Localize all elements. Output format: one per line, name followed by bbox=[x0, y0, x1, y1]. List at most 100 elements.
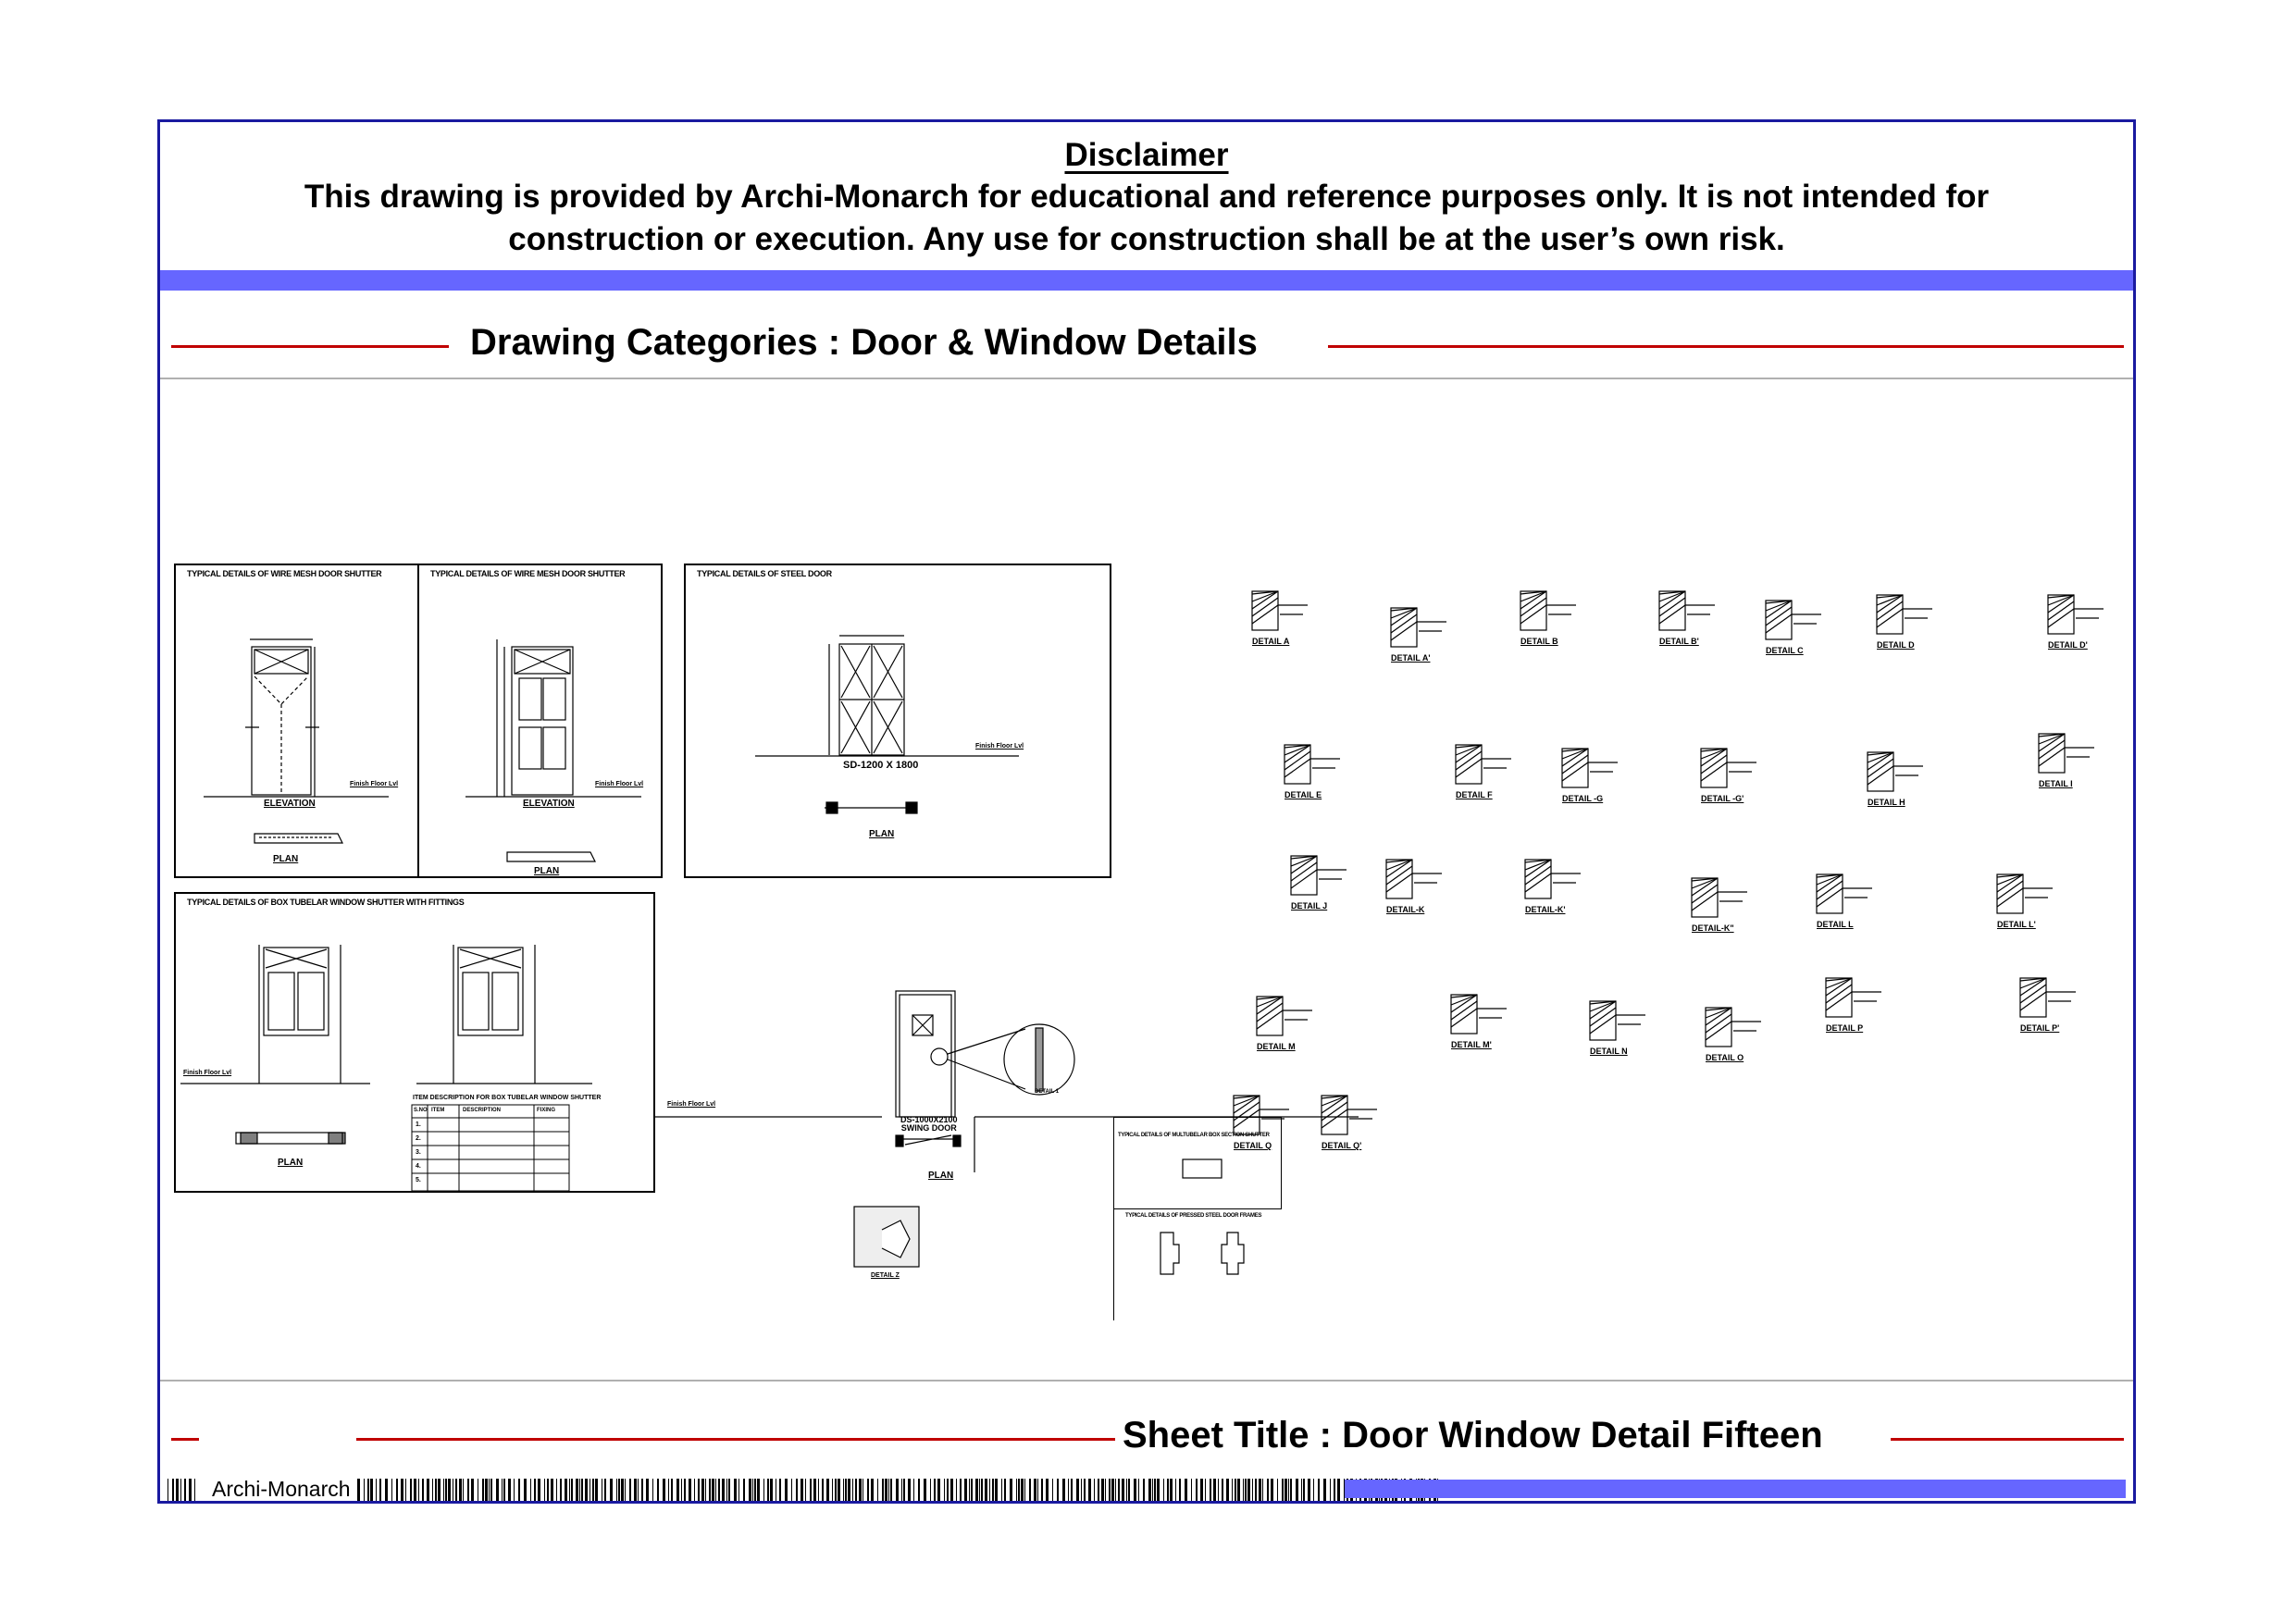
barcode-bar bbox=[947, 1479, 949, 1501]
hatch-line bbox=[1876, 594, 1904, 613]
barcode-bar bbox=[1167, 1479, 1169, 1501]
hatch-line bbox=[1705, 1007, 1732, 1019]
table-cell: 1. bbox=[416, 1121, 421, 1128]
detail-label: DETAIL E bbox=[1285, 790, 1322, 799]
hatch-line bbox=[1996, 873, 2024, 893]
hatch-line bbox=[1658, 597, 1686, 617]
barcode-bar bbox=[1115, 1479, 1116, 1501]
wall-hatch bbox=[1251, 590, 1279, 631]
frame-line bbox=[1412, 873, 1442, 884]
barcode-bar bbox=[370, 1479, 373, 1501]
barcode-bar bbox=[514, 1479, 515, 1501]
wall-hatch bbox=[2019, 977, 2047, 1018]
barcode-bar bbox=[438, 1479, 441, 1501]
barcode-bar bbox=[629, 1479, 631, 1501]
barcode-bar bbox=[1334, 1479, 1335, 1501]
barcode-bar bbox=[1282, 1479, 1284, 1501]
hatch-line bbox=[1765, 600, 1793, 612]
barcode-bar bbox=[712, 1479, 714, 1501]
barcode-bar bbox=[592, 1479, 594, 1501]
barcode-bar bbox=[621, 1479, 624, 1501]
ffl-label: Finish Floor Lvl bbox=[595, 781, 644, 787]
barcode-bar bbox=[1213, 1479, 1216, 1501]
panel-title: TYPICAL DETAILS OF WIRE MESH DOOR SHUTTE… bbox=[430, 569, 626, 578]
barcode-bar bbox=[1318, 1479, 1320, 1501]
barcode-bar bbox=[1016, 1479, 1017, 1501]
frame-line bbox=[1616, 1014, 1645, 1025]
hatch-line bbox=[1450, 994, 1478, 1006]
panel-steel-door: TYPICAL DETAILS OF STEEL DOOR SD-1200 X … bbox=[684, 564, 1111, 878]
barcode-bar bbox=[937, 1479, 940, 1501]
frame-line bbox=[1278, 604, 1308, 615]
barcode-bar bbox=[767, 1479, 769, 1501]
barcode-bar bbox=[1245, 1479, 1247, 1501]
barcode-bar bbox=[569, 1479, 570, 1501]
barcode-bar bbox=[652, 1479, 653, 1501]
barcode-bar bbox=[1232, 1479, 1233, 1501]
barcode-bar bbox=[184, 1479, 186, 1501]
plan-label: PLAN bbox=[273, 854, 299, 864]
barcode-bar bbox=[1218, 1479, 1219, 1501]
barcode-bar bbox=[896, 1479, 899, 1501]
barcode-bar bbox=[576, 1479, 578, 1501]
barcode-bar bbox=[405, 1479, 406, 1501]
hatch-line bbox=[1658, 590, 1686, 602]
heading-rule-right bbox=[1328, 345, 2124, 348]
hatch-line bbox=[1390, 613, 1418, 634]
hatch-line bbox=[1691, 877, 1719, 897]
hatch-line bbox=[1867, 751, 1894, 763]
frame-line bbox=[1727, 762, 1756, 773]
wall-hatch bbox=[1290, 855, 1318, 896]
detail-label: DETAIL C bbox=[1766, 646, 1804, 655]
barcode-bar bbox=[180, 1479, 181, 1501]
hatch-line bbox=[1450, 994, 1478, 1013]
barcode-bar bbox=[1313, 1479, 1314, 1501]
barcode-bar bbox=[1081, 1479, 1082, 1501]
detail-label: DETAIL P bbox=[1826, 1023, 1864, 1033]
hatch-line bbox=[1455, 744, 1483, 763]
frame-line bbox=[1477, 1008, 1507, 1019]
hatch-line bbox=[1561, 748, 1589, 767]
sheet-frame: Disclaimer This drawing is provided by A… bbox=[157, 119, 2136, 1504]
hatch-line bbox=[1867, 765, 1894, 786]
detail-label: DETAIL-K" bbox=[1692, 923, 1734, 933]
hatch-line bbox=[1284, 758, 1311, 778]
detail-label: DETAIL B bbox=[1520, 637, 1558, 646]
hatch-line bbox=[2047, 608, 2075, 628]
barcode-bar bbox=[1143, 1479, 1145, 1501]
plan-label: PLAN bbox=[278, 1158, 304, 1168]
frame-line bbox=[1731, 1021, 1761, 1032]
ffl-label: Finish Floor Lvl bbox=[183, 1070, 232, 1076]
hatch-line bbox=[2019, 984, 2047, 1004]
table-cell: 5. bbox=[416, 1177, 421, 1183]
barcode-bar bbox=[908, 1479, 911, 1501]
barcode-bar bbox=[859, 1479, 862, 1501]
barcode-bar bbox=[618, 1479, 620, 1501]
barcode-bar bbox=[981, 1479, 983, 1501]
barcode-bar bbox=[918, 1479, 920, 1501]
wall-hatch bbox=[1524, 859, 1552, 899]
hatch-line bbox=[1561, 754, 1589, 774]
barcode-bar bbox=[556, 1479, 557, 1501]
hatch-line bbox=[1524, 865, 1552, 886]
barcode-bar bbox=[194, 1479, 195, 1501]
barcode-bar bbox=[1200, 1479, 1203, 1501]
detail-label: DETAIL-K bbox=[1386, 905, 1425, 914]
barcode-bar bbox=[396, 1479, 398, 1501]
barcode-bar bbox=[763, 1479, 764, 1501]
hatch-line bbox=[1691, 877, 1719, 882]
detail-label: DETAIL M' bbox=[1451, 1040, 1492, 1049]
detail-label: DETAIL P' bbox=[2020, 1023, 2060, 1033]
frame-line bbox=[1903, 608, 1932, 619]
barcode-bar bbox=[845, 1479, 847, 1501]
barcode-bar bbox=[638, 1479, 639, 1501]
barcode-bar bbox=[1303, 1479, 1305, 1501]
ffl-label: Finish Floor Lvl bbox=[667, 1101, 716, 1108]
barcode-bar bbox=[1163, 1479, 1164, 1501]
plan-label: PLAN bbox=[928, 1171, 954, 1181]
elevation-label: ELEVATION bbox=[264, 799, 316, 809]
barcode-bar bbox=[503, 1479, 505, 1501]
barcode-right bbox=[357, 1479, 1441, 1501]
frame-line bbox=[1283, 1010, 1312, 1021]
hatch-line bbox=[1867, 751, 1894, 756]
